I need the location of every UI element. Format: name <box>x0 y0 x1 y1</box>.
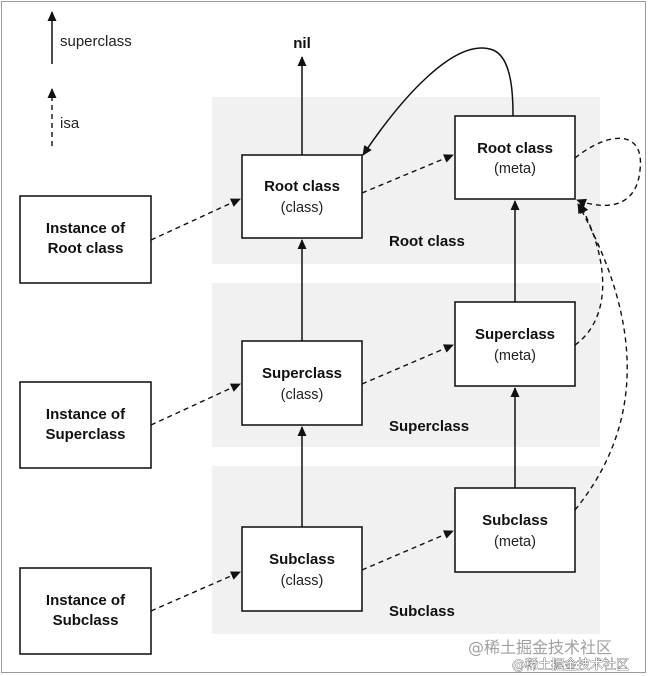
watermark-line1: @稀土掘金技术社区 <box>468 638 612 657</box>
subclass-class-box <box>241 526 363 612</box>
isa-arrow-rootclass-to-rootmeta <box>361 154 454 194</box>
instance-superclass-box <box>19 381 152 469</box>
isa-arrow-instance-superclass <box>150 383 241 426</box>
legend-superclass-label: superclass <box>60 33 132 50</box>
superclass-class-name: Superclass <box>262 365 342 382</box>
root-class-box <box>241 154 363 239</box>
watermark-line2: @稀土掘金技术社区 <box>512 657 629 673</box>
isa-arrow-superclass-to-supermeta <box>361 344 454 385</box>
superclass-meta-kind: (meta) <box>494 348 536 364</box>
superclass-meta-name: Superclass <box>475 326 555 343</box>
band-superclass-label: Superclass <box>389 418 469 435</box>
isa-arrow-subclass-to-submeta <box>361 530 454 571</box>
instance-subclass-line2: Subclass <box>53 612 119 629</box>
isa-arrow-instance-root <box>150 198 241 241</box>
instance-superclass-line1: Instance of <box>46 406 126 423</box>
isa-arrow-submeta-to-rootmeta <box>574 203 628 511</box>
superclass-meta-box <box>454 301 576 387</box>
instance-superclass-line2: Superclass <box>45 426 125 443</box>
instance-root-line1: Instance of <box>46 220 126 237</box>
subclass-meta-kind: (meta) <box>494 534 536 550</box>
subclass-class-name: Subclass <box>269 551 335 568</box>
nil-label: nil <box>293 35 311 52</box>
legend-isa-label: isa <box>60 115 80 132</box>
instance-subclass-line1: Instance of <box>46 592 126 609</box>
subclass-meta-name: Subclass <box>482 512 548 529</box>
root-class-kind: (class) <box>281 200 324 216</box>
subclass-meta-box <box>454 487 576 573</box>
root-meta-name: Root class <box>477 140 553 157</box>
instance-root-box <box>19 195 152 284</box>
band-subclass-label: Subclass <box>389 603 455 620</box>
superclass-class-box <box>241 340 363 426</box>
root-meta-kind: (meta) <box>494 161 536 177</box>
subclass-class-kind: (class) <box>281 573 324 589</box>
instance-subclass-box <box>19 567 152 655</box>
root-meta-box <box>454 115 576 200</box>
superclass-class-kind: (class) <box>281 387 324 403</box>
isa-arrow-rootmeta-self <box>574 137 642 208</box>
root-class-name: Root class <box>264 178 340 195</box>
band-root-label: Root class <box>389 233 465 250</box>
isa-arrow-supermeta-to-rootmeta <box>574 203 604 346</box>
isa-arrow-instance-subclass <box>150 571 241 612</box>
superclass-arrow-rootmeta-to-rootclass <box>362 47 514 156</box>
instance-root-line2: Root class <box>48 240 124 257</box>
